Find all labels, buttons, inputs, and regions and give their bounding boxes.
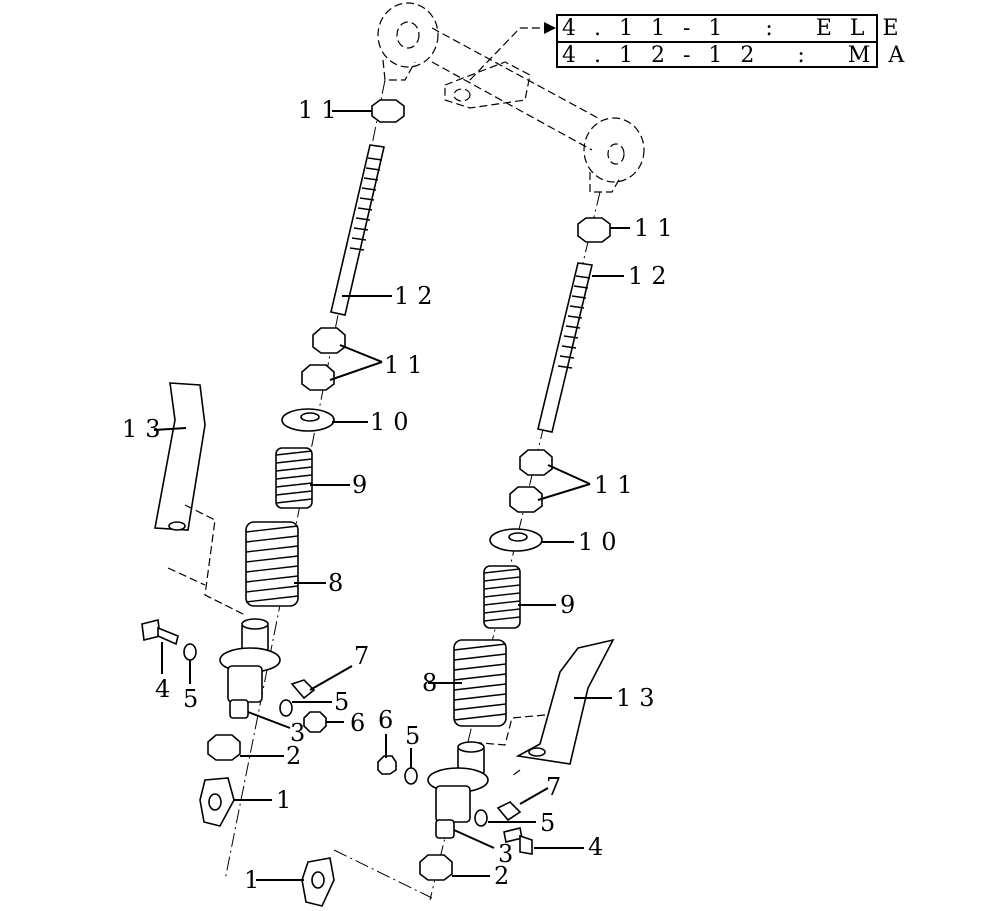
callout-11[interactable]: 11 (634, 214, 681, 242)
reference-box: 4.11-1 : ELE 4.12-12 : MA (556, 14, 917, 68)
nut-pair-left[interactable] (301, 327, 346, 391)
washer-right-b[interactable] (474, 809, 488, 827)
callout-5[interactable]: 5 (540, 809, 563, 837)
callout-7[interactable]: 7 (546, 773, 569, 801)
callout-10[interactable]: 10 (578, 528, 625, 556)
threaded-rod-left[interactable] (330, 144, 385, 316)
callout-6[interactable]: 6 (350, 709, 373, 737)
callout-5[interactable]: 5 (183, 685, 206, 713)
callout-5[interactable]: 5 (405, 722, 428, 750)
washer-left-a[interactable] (183, 643, 197, 661)
washer-left-b[interactable] (279, 699, 293, 717)
nut-upper-right[interactable] (577, 217, 611, 243)
callout-6[interactable]: 6 (378, 706, 401, 734)
nut-small-left[interactable] (303, 711, 327, 733)
leader-lines (153, 110, 630, 881)
callout-12[interactable]: 12 (394, 282, 441, 310)
nut-lower-right[interactable] (419, 854, 453, 881)
callout-13[interactable]: 13 (616, 684, 663, 712)
reference-row-1[interactable]: 4.11-1 : ELE (562, 16, 917, 41)
bolt-left[interactable] (141, 619, 179, 646)
reference-arrow (469, 22, 556, 81)
callout-11[interactable]: 11 (298, 96, 345, 124)
nut-small-right[interactable] (377, 755, 397, 775)
nut-pair-right[interactable] (509, 449, 553, 513)
grease-nipple-left[interactable] (290, 679, 316, 700)
callout-11[interactable]: 11 (594, 471, 641, 499)
inner-spring-right[interactable] (483, 565, 521, 629)
callout-4[interactable]: 4 (155, 675, 178, 703)
clevis-right[interactable] (301, 857, 335, 907)
grease-nipple-right[interactable] (496, 801, 522, 822)
nut-lower-left[interactable] (207, 734, 241, 761)
callout-2[interactable]: 2 (286, 742, 309, 770)
callout-2[interactable]: 2 (494, 862, 517, 890)
callout-7[interactable]: 7 (354, 642, 377, 670)
callout-3[interactable]: 3 (498, 840, 521, 868)
bolt-right[interactable] (503, 827, 533, 855)
guide-sleeve-left[interactable] (219, 618, 281, 719)
spring-seat-right[interactable] (489, 528, 543, 552)
bracket-right[interactable] (515, 638, 615, 765)
callouts: 11 12 11 10 9 8 13 4 5 7 5 6 3 2 1 11 12… (122, 96, 681, 894)
callout-8[interactable]: 8 (328, 569, 351, 597)
clevis-left[interactable] (199, 777, 235, 827)
bracket-left[interactable] (154, 382, 206, 531)
callout-11[interactable]: 11 (384, 351, 431, 379)
inner-spring-left[interactable] (275, 447, 313, 509)
callout-1[interactable]: 1 (244, 866, 267, 894)
callout-3[interactable]: 3 (290, 719, 313, 747)
bracket-right-hidden (469, 714, 546, 777)
callout-4[interactable]: 4 (588, 833, 611, 861)
right-assembly (301, 191, 615, 907)
clevis-right-axis (333, 849, 433, 899)
washer-right-a[interactable] (404, 767, 418, 785)
guide-sleeve-right[interactable] (427, 741, 489, 839)
callout-10[interactable]: 10 (370, 408, 417, 436)
callout-5[interactable]: 5 (334, 688, 357, 716)
spring-seat-left[interactable] (281, 408, 335, 432)
cross-shaft (377, 2, 645, 193)
callout-13[interactable]: 13 (122, 415, 169, 443)
threaded-rod-right[interactable] (537, 262, 593, 433)
callout-8[interactable]: 8 (422, 669, 445, 697)
reference-row-2[interactable]: 4.12-12 : MA (558, 41, 904, 68)
callout-1[interactable]: 1 (276, 786, 299, 814)
outer-spring-left[interactable] (245, 521, 299, 607)
nut-upper-left[interactable] (371, 99, 405, 123)
bracket-left-hidden (167, 504, 246, 616)
callout-12[interactable]: 12 (628, 262, 675, 290)
callout-9[interactable]: 9 (560, 591, 583, 619)
callout-9[interactable]: 9 (352, 471, 375, 499)
